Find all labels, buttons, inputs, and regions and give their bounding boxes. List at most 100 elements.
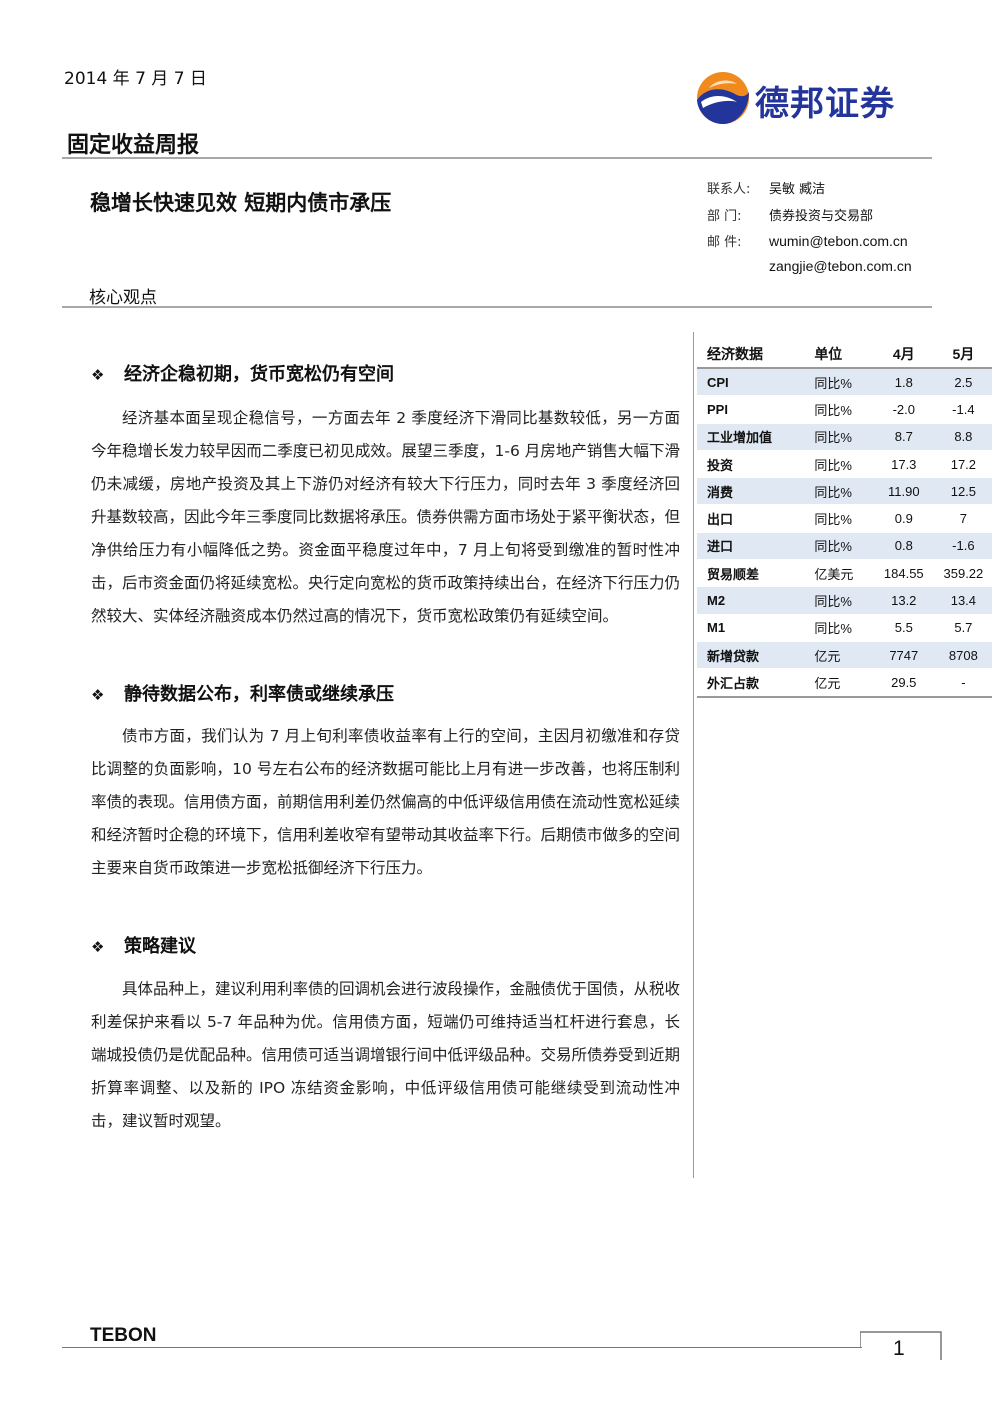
value-cell: 8.7 <box>872 423 935 451</box>
value-cell: 8708 <box>934 641 992 670</box>
unit-cell: 亿元 <box>810 641 873 670</box>
unit-cell: 同比% <box>810 368 873 397</box>
logo-emblem-icon <box>697 72 749 124</box>
indicator-name-cell: PPI <box>697 395 811 424</box>
core-divider <box>62 306 932 308</box>
table-row: 进口同比%0.8-1.6 <box>697 532 992 561</box>
value-cell: 13.2 <box>872 586 935 615</box>
email-row-2: zangjie@tebon.com.cn <box>707 258 912 275</box>
unit-cell: 同比% <box>810 504 873 533</box>
contact-label: 联系人: <box>707 182 751 197</box>
department-value: 债券投资与交易部 <box>769 209 874 224</box>
indicator-name-cell: 新增贷款 <box>697 641 811 670</box>
value-cell: 184.55 <box>872 559 935 588</box>
value-cell: 7747 <box>872 641 935 670</box>
section-title-text: 静待数据公布，利率债或继续承压 <box>124 684 394 705</box>
indicator-name-cell: M1 <box>697 614 811 642</box>
unit-cell: 同比% <box>810 532 873 561</box>
company-logo: 德邦证券 <box>695 70 925 126</box>
value-cell: 11.90 <box>872 477 935 506</box>
indicator-name-cell: 工业增加值 <box>697 423 811 451</box>
value-cell: 0.9 <box>872 504 935 533</box>
table-header-row: 经济数据 单位 4月 5月 <box>697 340 992 369</box>
table-header-cell: 5月 <box>934 340 992 369</box>
diamond-bullet-icon: ❖ <box>91 366 105 384</box>
section-title-text: 经济企稳初期，货币宽松仍有空间 <box>124 364 394 385</box>
unit-cell: 同比% <box>810 450 873 479</box>
paragraph-text: 债市方面，我们认为 7 月上旬利率债收益率有上行的空间，主因月初缴准和存贷比调整… <box>91 727 681 877</box>
indicator-name-cell: 消费 <box>697 477 811 506</box>
indicator-name-cell: 外汇占款 <box>697 668 811 698</box>
unit-cell: 亿美元 <box>810 559 873 588</box>
value-cell: -1.6 <box>934 532 992 561</box>
contact-value: 吴敏 臧洁 <box>769 182 826 197</box>
section-paragraph: 具体品种上，建议利用利率债的回调机会进行波段操作，金融债优于国债，从税收利差保护… <box>91 973 680 1138</box>
indicator-name-cell: 出口 <box>697 504 811 533</box>
page-tab-frame <box>860 1331 942 1360</box>
core-views-title: 核心观点 <box>89 288 157 308</box>
indicator-name-cell: 投资 <box>697 450 811 479</box>
value-cell: -2.0 <box>872 395 935 424</box>
contact-row: 联系人: 吴敏 臧洁 <box>707 178 825 197</box>
unit-cell: 亿元 <box>810 668 873 698</box>
unit-cell: 同比% <box>810 614 873 642</box>
table-header-cell: 4月 <box>872 340 935 369</box>
unit-cell: 同比% <box>810 477 873 506</box>
report-headline: 稳增长快速见效 短期内债市承压 <box>90 191 392 215</box>
value-cell: 2.5 <box>934 368 992 397</box>
email-label: 邮 件: <box>707 235 742 250</box>
value-cell: -1.4 <box>934 395 992 424</box>
header-divider <box>62 157 932 159</box>
value-cell: 29.5 <box>872 668 935 698</box>
value-cell: 12.5 <box>934 477 992 506</box>
email-link-2[interactable]: zangjie@tebon.com.cn <box>769 258 912 274</box>
indicator-name-cell: 进口 <box>697 532 811 561</box>
logo-text: 德邦证券 <box>755 84 895 124</box>
table-header-cell: 单位 <box>810 340 873 369</box>
indicator-name-cell: CPI <box>697 368 811 397</box>
diamond-bullet-icon: ❖ <box>91 938 105 956</box>
footer-divider <box>62 1347 862 1348</box>
unit-cell: 同比% <box>810 395 873 424</box>
section-title: ❖ 策略建议 <box>91 932 196 958</box>
value-cell: 5.5 <box>872 614 935 642</box>
report-type-title: 固定收益周报 <box>67 133 200 158</box>
footer-brand: TEBON <box>90 1325 157 1346</box>
department-label: 部 门: <box>707 209 742 224</box>
section-title: ❖ 经济企稳初期，货币宽松仍有空间 <box>91 360 394 386</box>
section-paragraph: 债市方面，我们认为 7 月上旬利率债收益率有上行的空间，主因月初缴准和存贷比调整… <box>91 720 680 885</box>
paragraph-text: 具体品种上，建议利用利率债的回调机会进行波段操作，金融债优于国债，从税收利差保护… <box>91 980 681 1130</box>
email-row: 邮 件: wumin@tebon.com.cn <box>707 231 908 250</box>
value-cell: 0.8 <box>872 532 935 561</box>
indicator-name-cell: 贸易顺差 <box>697 559 811 588</box>
section-title-text: 策略建议 <box>124 936 196 957</box>
department-row: 部 门: 债券投资与交易部 <box>707 205 873 224</box>
email-link-1[interactable]: wumin@tebon.com.cn <box>769 233 908 249</box>
paragraph-text: 经济基本面呈现企稳信号，一方面去年 2 季度经济下滑同比基数较低，另一方面今年稳… <box>91 409 681 625</box>
unit-cell: 同比% <box>810 586 873 615</box>
value-cell: 13.4 <box>934 586 992 615</box>
value-cell: - <box>934 668 992 698</box>
value-cell: 5.7 <box>934 614 992 642</box>
value-cell: 17.3 <box>872 450 935 479</box>
diamond-bullet-icon: ❖ <box>91 686 105 704</box>
page-number: 1 <box>893 1337 905 1360</box>
section-paragraph: 经济基本面呈现企稳信号，一方面去年 2 季度经济下滑同比基数较低，另一方面今年稳… <box>91 402 680 633</box>
section-title: ❖ 静待数据公布，利率债或继续承压 <box>91 680 394 706</box>
report-date: 2014 年 7 月 7 日 <box>64 69 207 89</box>
value-cell: 1.8 <box>872 368 935 397</box>
column-divider <box>693 332 694 1178</box>
value-cell: 17.2 <box>934 450 992 479</box>
